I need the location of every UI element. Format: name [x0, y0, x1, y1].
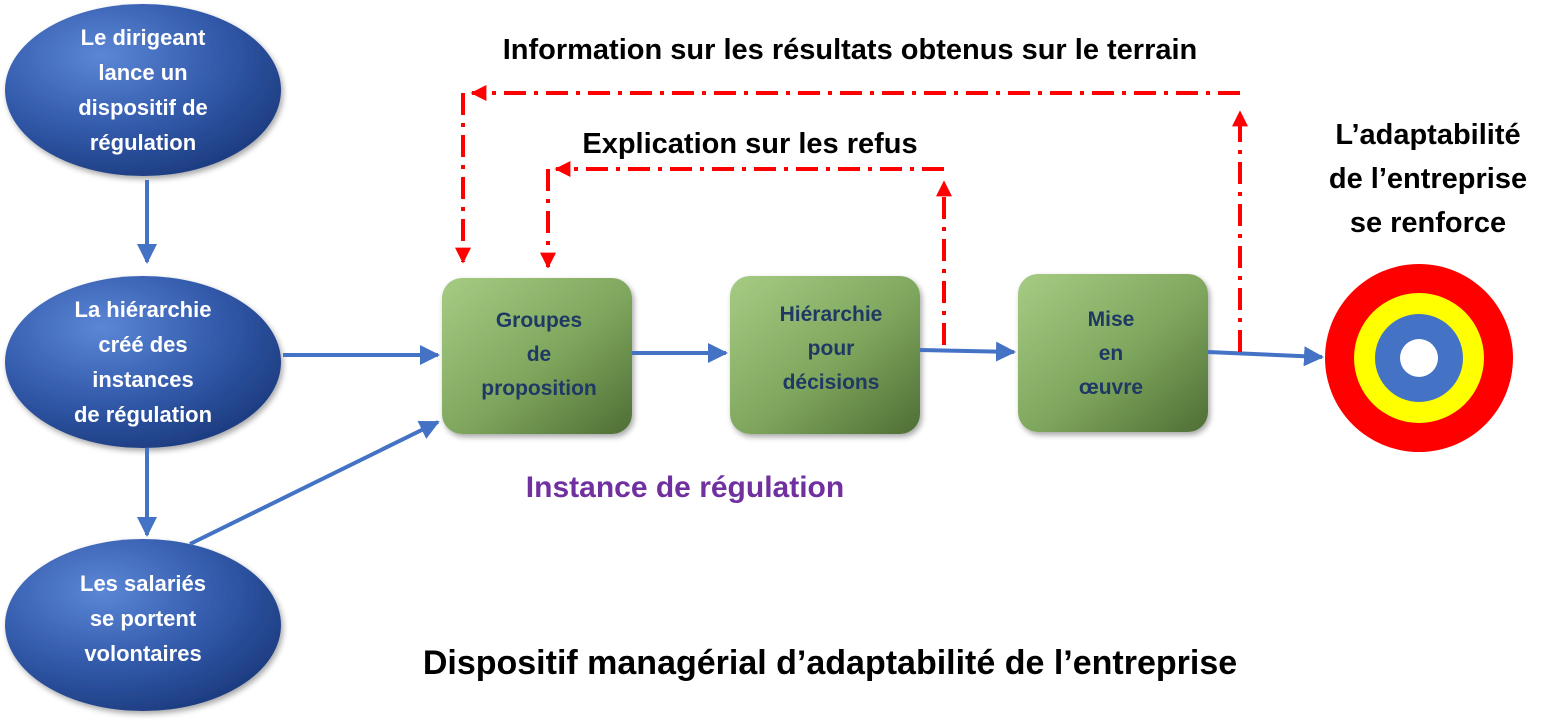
outcome-line-1: L’adaptabilité — [1335, 119, 1521, 151]
box-groupes — [442, 278, 632, 434]
oval-hierarchie-line-4: de régulation — [73, 402, 213, 427]
footer-title: Dispositif managérial d’adaptabilité de … — [422, 643, 1238, 682]
oval-salaries-line-1: Les salariés — [80, 570, 206, 596]
box-mise-line-3: œuvre — [1078, 376, 1144, 399]
feedback-outer-loop — [455, 85, 1248, 352]
oval-salaries-label: Les salariés se portent volontaires — [33, 565, 253, 671]
oval-dirigeant-line-2: lance un — [98, 60, 188, 85]
oval-dirigeant-line-1: Le dirigeant — [80, 25, 206, 50]
oval-dirigeant — [5, 4, 281, 176]
outcome-line-3: se renforce — [1349, 207, 1507, 239]
target-icon — [1325, 264, 1513, 452]
box-mise-line-1: Mise — [1087, 308, 1135, 331]
box-mise-line-2: en — [1098, 342, 1124, 365]
box-groupes-line-3: proposition — [481, 377, 597, 400]
oval-salaries-line-2: se portent — [89, 605, 197, 631]
oval-salaries-line-3: volontaires — [84, 640, 202, 666]
feedback-inner-loop — [540, 161, 952, 345]
oval-dirigeant-line-4: régulation — [89, 130, 197, 155]
oval-dirigeant-line-3: dispositif de — [78, 95, 208, 120]
oval-hierarchie-line-3: instances — [92, 367, 194, 392]
instance-label: Instance de régulation — [525, 471, 845, 504]
arrow-hierarchie-to-mise — [919, 341, 1016, 362]
oval-hierarchie-label: La hiérarchie créé des instances de régu… — [33, 292, 253, 432]
box-hierarchie-decisions-label: Hiérarchie pour décisions — [734, 297, 928, 401]
oval-dirigeant-label: Le dirigeant lance un dispositif de régu… — [33, 20, 253, 160]
oval-hierarchie-line-2: créé des — [98, 332, 188, 357]
feedback-inner-label: Explication sur les refus — [582, 127, 918, 160]
oval-salaries — [5, 539, 281, 711]
arrow-salaries-to-groupes — [189, 420, 440, 546]
oval-hierarchie — [5, 276, 281, 448]
box-groupes-line-1: Groupes — [495, 309, 583, 332]
box-hierarchie-line-1: Hiérarchie — [779, 303, 883, 326]
box-groupes-line-2: de — [526, 343, 552, 366]
box-mise-en-oeuvre-label: Mise en œuvre — [1014, 302, 1208, 406]
box-mise-en-oeuvre — [1018, 274, 1208, 432]
oval-hierarchie-line-1: La hiérarchie — [74, 297, 212, 322]
arrow-mise-to-target — [1207, 346, 1324, 367]
box-hierarchie-line-2: pour — [807, 337, 855, 360]
box-groupes-label: Groupes de proposition — [442, 303, 636, 407]
outcome-line-2: de l’entreprise — [1328, 163, 1528, 195]
feedback-outer-label: Information sur les résultats obtenus su… — [502, 33, 1198, 66]
outcome-label: L’adaptabilité de l’entreprise se renfor… — [1290, 114, 1566, 244]
box-hierarchie-line-3: décisions — [782, 371, 880, 394]
box-hierarchie-decisions — [730, 276, 920, 434]
